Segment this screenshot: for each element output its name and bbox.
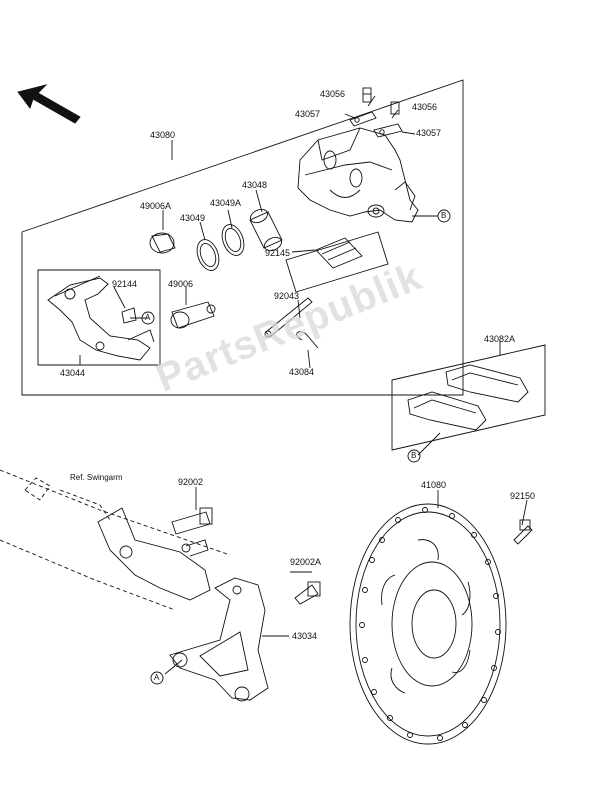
pin-boot-upper xyxy=(149,232,176,254)
direction-arrow-icon xyxy=(17,84,81,124)
part-label-43056: 43056 xyxy=(320,89,346,99)
pin-clip xyxy=(296,331,319,349)
bleeder-cap-right xyxy=(373,123,403,138)
part-label-43034: 43034 xyxy=(292,631,318,641)
callout-circle-a-upper xyxy=(141,311,155,325)
brake-disc xyxy=(349,503,507,745)
bracket-subbox xyxy=(37,269,161,366)
pin-subbox xyxy=(285,231,389,293)
part-label-92144: 92144 xyxy=(112,279,138,289)
part-label-92150: 92150 xyxy=(510,491,536,501)
callout-circle-b-lower xyxy=(407,449,421,463)
mount-bolt-92002 xyxy=(171,507,213,535)
caliper-holder xyxy=(169,577,269,702)
callout-letter-b: B xyxy=(441,211,447,220)
callout-letter-a: A xyxy=(154,673,160,682)
callout-letter-a: A xyxy=(145,313,151,322)
reference-note: Ref. Swingarm xyxy=(70,473,123,482)
part-label-43084: 43084 xyxy=(289,367,315,377)
brake-pad-front xyxy=(407,391,487,431)
callout-circle-a-lower xyxy=(150,671,164,685)
caliper-bracket xyxy=(47,275,155,361)
part-label-43049a: 43049A xyxy=(210,198,242,208)
part-label-43080: 43080 xyxy=(150,130,176,140)
bleeder-cap-left xyxy=(349,111,377,127)
pad-spring xyxy=(315,237,363,269)
part-label-43057: 43057 xyxy=(295,109,321,119)
part-label-92002: 92002 xyxy=(178,477,204,487)
pad-set-box xyxy=(391,344,546,451)
part-label-43044: 43044 xyxy=(60,368,86,378)
part-label-92043: 92043 xyxy=(274,291,300,301)
part-label-49006a: 49006A xyxy=(140,201,172,211)
dust-seal xyxy=(221,224,245,256)
part-label-41080: 41080 xyxy=(421,480,447,490)
part-label-43057: 43057 xyxy=(416,128,442,138)
caliper-body xyxy=(297,127,419,223)
callout-circle-b-upper xyxy=(437,209,451,223)
bleeder-valve-right xyxy=(390,101,400,115)
piston xyxy=(249,208,283,252)
disc-bolt-92150 xyxy=(513,519,533,545)
part-label-49006: 49006 xyxy=(168,279,194,289)
part-label-43049: 43049 xyxy=(180,213,206,223)
pin-boot-lower xyxy=(170,301,216,329)
piston-seal xyxy=(196,239,220,271)
part-label-43082a: 43082A xyxy=(484,334,516,344)
callout-letter-b: B xyxy=(411,451,417,460)
mount-bolt-92002a xyxy=(294,581,321,605)
pad-spring-clip xyxy=(121,307,137,324)
pad-pin xyxy=(264,297,313,338)
part-label-92002a: 92002A xyxy=(290,557,322,567)
part-label-43048: 43048 xyxy=(242,180,268,190)
part-label-43056: 43056 xyxy=(412,102,438,112)
swingarm-mount xyxy=(97,507,211,601)
brake-pad-rear xyxy=(445,364,529,403)
part-label-92145: 92145 xyxy=(265,248,291,258)
swingarm-outline xyxy=(0,469,231,611)
bleeder-valve-left xyxy=(362,87,372,103)
caliper-assembly-box xyxy=(21,79,464,396)
